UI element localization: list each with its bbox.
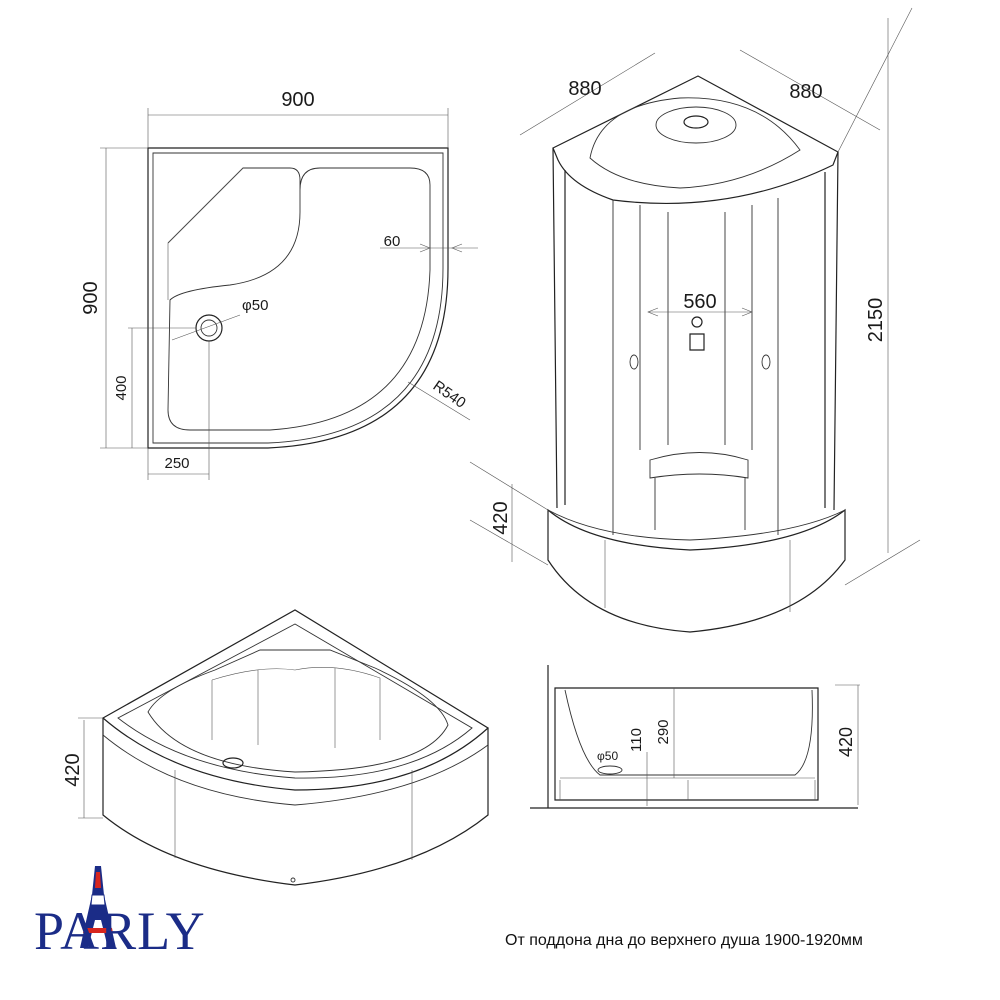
side-a-dim-line [519, 52, 656, 136]
side-b-dim-line [739, 49, 881, 131]
left-door-handle [629, 354, 639, 370]
cabin-tray-panels [604, 540, 791, 612]
radius-label: R540 [430, 377, 469, 411]
top-width-label: 900 [281, 89, 314, 111]
top-height-label: 900 [80, 281, 102, 314]
tray-basin [147, 649, 449, 773]
top-view-outer-contour [147, 147, 449, 449]
tray-seat [211, 667, 381, 748]
drain-leader [171, 314, 241, 341]
mixer-body [689, 333, 705, 351]
tray-view-height-label: 420 [62, 753, 84, 786]
tray-drain [222, 757, 244, 769]
cabin-right-wall [824, 151, 839, 511]
top-view-inner-rim [152, 152, 444, 444]
top-view: 900 900 60 φ50 R540 400 250 [80, 89, 478, 480]
cabin-tray [547, 508, 846, 633]
cabin-seat [649, 452, 749, 530]
right-door-handle [761, 354, 771, 370]
tray-height-ext-top [469, 461, 549, 511]
tray-front-skirt [102, 718, 489, 886]
door-width-label: 560 [683, 291, 716, 313]
top-view-seat [167, 167, 244, 300]
tray-top-rim [101, 609, 489, 791]
edge-dim-arrows [419, 243, 463, 253]
tray-skirt-line [102, 734, 489, 806]
tray-view: 420 [62, 609, 489, 886]
section-drain [597, 765, 623, 775]
tray-skirt-panels [174, 770, 413, 860]
section-total-height-label: 420 [836, 727, 856, 757]
section-view: φ50 110 290 420 [530, 665, 860, 809]
section-drain-height-label: 110 [628, 728, 645, 752]
section-basin [564, 689, 813, 776]
tray-height-label: 420 [490, 501, 512, 534]
section-depth-label: 290 [655, 719, 672, 744]
brand-logo: PARLY [34, 901, 206, 961]
top-view-basin [167, 167, 431, 431]
cabin-tray-top [547, 509, 846, 541]
section-drain-label: φ50 [597, 749, 618, 763]
footer-note: От поддона дна до верхнего душа 1900-192… [505, 932, 863, 949]
tray-height-ext-bottom [469, 519, 549, 566]
door-dim-arrows [647, 307, 753, 317]
top-view-drain-outer [195, 314, 223, 342]
edge-label: 60 [384, 233, 401, 250]
eiffel-tower-logo-icon [80, 866, 116, 948]
cabin-view: 560 880 880 2150 420 [469, 7, 921, 633]
tray-inner-rim [117, 623, 473, 779]
cabin-roof-dome [589, 97, 801, 189]
tray-screw [290, 877, 296, 883]
section-frame [559, 777, 816, 800]
total-height-label: 2150 [865, 298, 887, 343]
top-view-drain-inner [200, 319, 218, 337]
cabin-left-door [612, 200, 669, 535]
drain-x-label: 250 [164, 455, 189, 472]
radius-leader [407, 381, 471, 421]
cabin-roof [552, 75, 839, 205]
side-a-label: 880 [568, 78, 601, 100]
rain-shower-head [655, 106, 737, 144]
rain-shower-knob [683, 115, 709, 129]
mixer-knob [691, 316, 703, 328]
total-height-ext-bottom [844, 539, 921, 586]
cabin-right-door [724, 198, 779, 535]
side-b-label: 880 [789, 81, 822, 103]
drain-y-label: 400 [113, 375, 130, 400]
cabin-left-wall [552, 147, 566, 509]
total-height-ext-top [837, 7, 913, 153]
drain-diameter-label: φ50 [242, 297, 268, 314]
section-tray-shell [554, 687, 819, 801]
